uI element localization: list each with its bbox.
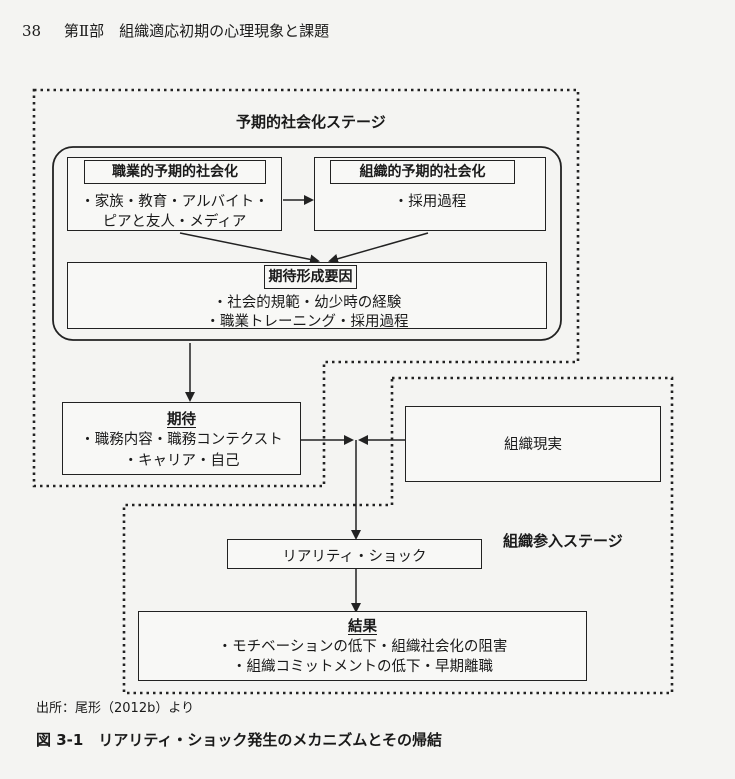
- expectation-factors-line2: ・職業トレーニング・採用過程: [205, 314, 409, 330]
- occupational-socialization-title: 職業的予期的社会化: [84, 160, 266, 184]
- organizational-socialization-line1: ・採用過程: [393, 194, 467, 210]
- stage2-title: 組織参入ステージ: [503, 532, 623, 550]
- result-box: [138, 611, 587, 681]
- stage1-boundary: [32, 88, 580, 488]
- result-line1: ・モチベーションの低下・組織社会化の阻害: [217, 639, 508, 655]
- organizational-reality-label: 組織現実: [504, 437, 562, 453]
- result-line2: ・組織コミットメントの低下・早期離職: [232, 659, 493, 675]
- reality-shock-box: [227, 539, 482, 569]
- page-header: 38 第Ⅱ部 組織適応初期の心理現象と課題: [22, 20, 329, 41]
- occupational-socialization-line1: ・家族・教育・アルバイト・: [80, 194, 269, 210]
- expectation-line1: ・職務内容・職務コンテクスト: [80, 432, 283, 448]
- page-number: 38: [22, 22, 42, 40]
- source-note: 出所：尾形（2012b）より: [36, 701, 195, 716]
- arrow-org-to-factors: [328, 232, 429, 264]
- anticipatory-inner-frame: [52, 146, 562, 341]
- organizational-socialization-title: 組織的予期的社会化: [330, 160, 515, 184]
- reality-shock-label: リアリティ・ショック: [282, 549, 427, 565]
- expectation-title: 期待: [167, 412, 196, 428]
- figure-caption: 図 3-1 リアリティ・ショック発生のメカニズムとその帰結: [36, 731, 442, 749]
- occupational-socialization-line2: ピアと友人・メディア: [102, 214, 247, 230]
- expectation-box: [62, 402, 301, 475]
- running-title: 第Ⅱ部 組織適応初期の心理現象と課題: [63, 22, 330, 40]
- expectation-factors-line1: ・社会的規範・幼少時の経験: [212, 295, 402, 311]
- arrow-occ-to-factors: [179, 232, 320, 265]
- expectation-factors-title: 期待形成要因: [264, 265, 357, 289]
- organizational-reality-box: [405, 406, 661, 482]
- stage2-boundary: [122, 376, 674, 695]
- result-title: 結果: [348, 619, 377, 635]
- stage1-title: 予期的社会化ステージ: [236, 113, 386, 131]
- expectation-line2: ・キャリア・自己: [123, 453, 240, 469]
